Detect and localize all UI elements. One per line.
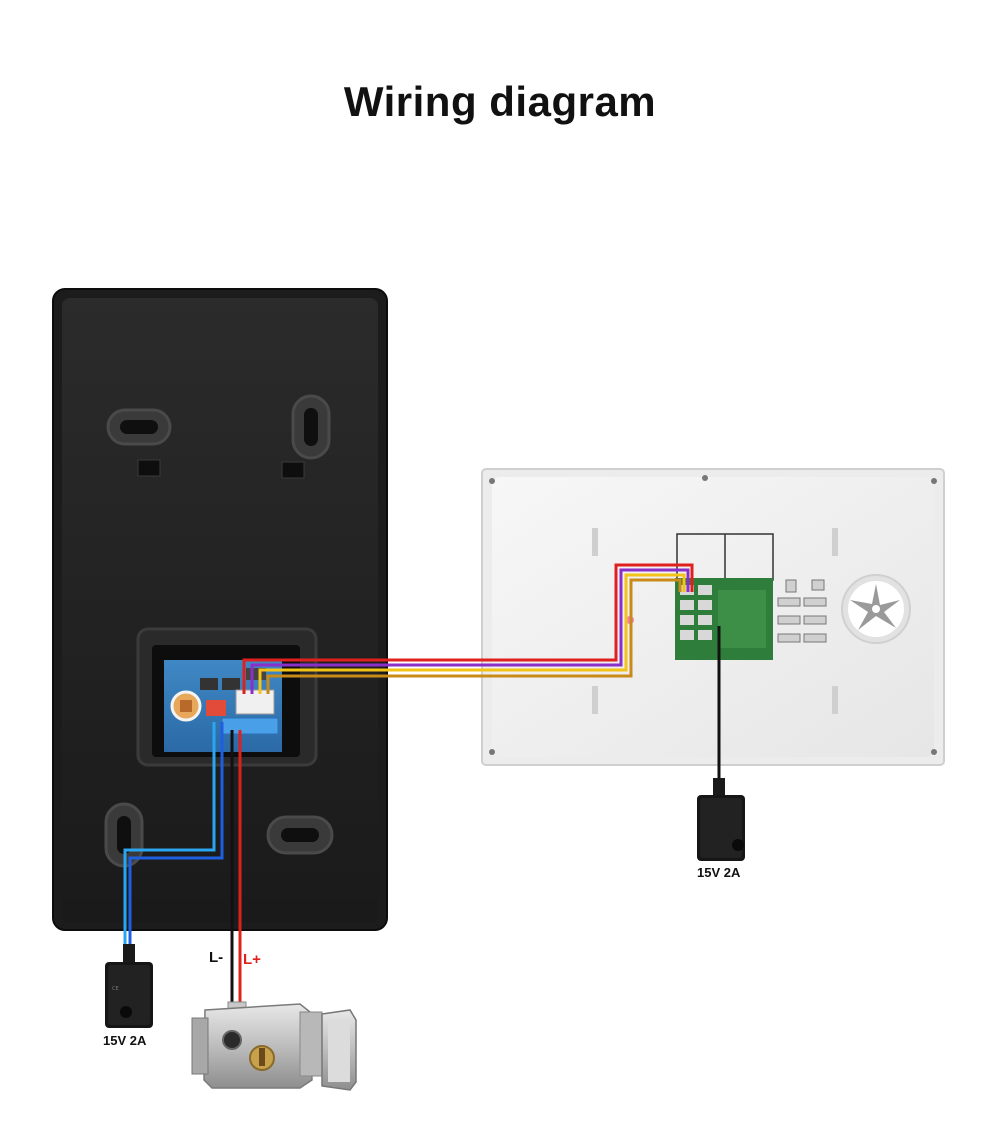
wire-orange — [266, 578, 682, 694]
power-wires — [123, 626, 721, 1005]
indoor-monitor — [481, 468, 945, 766]
signal-wires — [242, 563, 694, 694]
door-station — [52, 288, 388, 931]
mounting-slot — [266, 815, 334, 855]
wire-blue — [128, 722, 224, 948]
power-adapter-right — [697, 778, 745, 861]
speaker-grill — [841, 574, 911, 644]
psu-left-label: 15V 2A — [103, 1033, 147, 1048]
wire-purple — [250, 568, 690, 694]
wire-lightblue — [123, 722, 216, 948]
wire-yellow — [258, 573, 686, 694]
lock-minus-label: L- — [209, 949, 224, 966]
page-title: Wiring diagram — [343, 78, 657, 125]
psu-right-label: 15V 2A — [697, 865, 741, 880]
lock-plus-label: L+ — [243, 951, 261, 968]
mounting-slot — [106, 408, 172, 446]
wire-red — [242, 563, 694, 694]
electric-lock — [191, 1001, 357, 1091]
power-adapter-left: CE — [105, 944, 153, 1028]
svg-text:CE: CE — [112, 986, 119, 992]
mounting-slot — [291, 394, 331, 460]
